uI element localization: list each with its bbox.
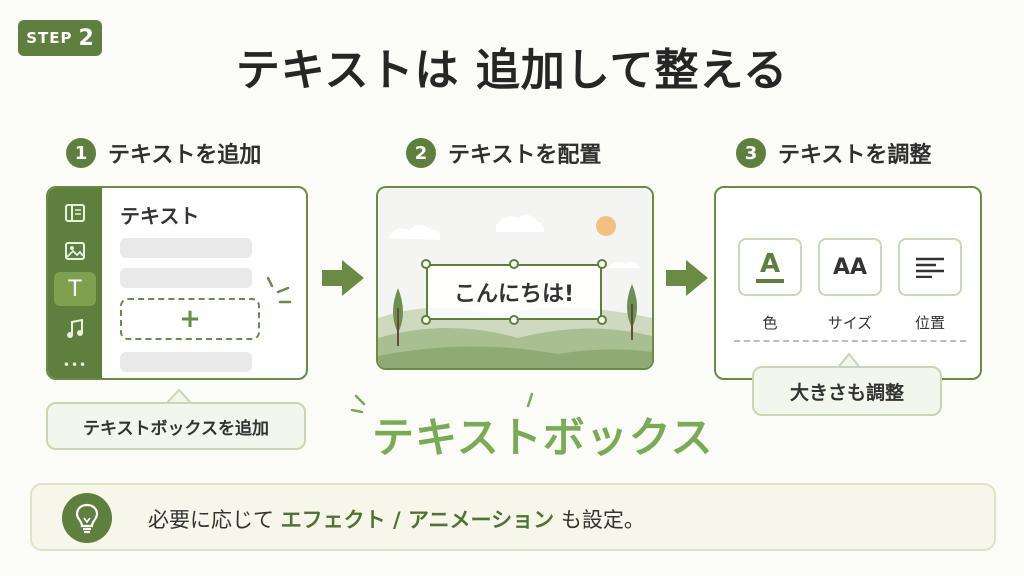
resize-handle[interactable] <box>421 315 431 325</box>
music-icon[interactable] <box>54 312 96 346</box>
step-header-3: 3 テキストを調整 <box>736 136 931 170</box>
step-number-2: 2 <box>406 138 436 168</box>
resize-handle[interactable] <box>509 315 519 325</box>
placeholder-bar <box>120 238 252 258</box>
step-label-3: テキストを調整 <box>778 143 932 168</box>
step-badge: STEP 2 <box>18 20 102 56</box>
resize-handle[interactable] <box>421 259 431 269</box>
text-box-caption: テキストボックス <box>372 413 714 462</box>
step-header-1: 1 テキストを追加 <box>66 136 261 170</box>
editor-sidebar: T ••• <box>48 188 102 378</box>
tip-banner: 必要に応じて エフェクト / アニメーション も設定。 <box>30 483 996 551</box>
sparkle-lines-icon <box>350 394 366 414</box>
tip-text-before: 必要に応じて <box>148 508 281 532</box>
font-size-icon: AA <box>832 254 868 280</box>
resize-handle[interactable] <box>597 259 607 269</box>
step-label-1: テキストを追加 <box>108 143 262 168</box>
layout-icon[interactable] <box>54 196 96 230</box>
page-title: テキストは 追加して整える <box>235 45 789 96</box>
callout-pointer <box>165 388 193 404</box>
font-size-button[interactable]: AA <box>818 238 882 296</box>
step-number-3: 3 <box>736 138 766 168</box>
image-icon[interactable] <box>54 234 96 268</box>
landscape-illustration <box>378 188 652 368</box>
align-label: 位置 <box>914 314 945 332</box>
color-underline <box>756 279 784 283</box>
tip-text: 必要に応じて エフェクト / アニメーション も設定。 <box>148 504 645 534</box>
align-button[interactable] <box>898 238 962 296</box>
add-text-box-callout: テキストボックスを追加 <box>46 402 306 450</box>
step-label-2: テキストを配置 <box>448 143 602 168</box>
font-size-label: サイズ <box>827 314 873 332</box>
resize-handle[interactable] <box>597 315 607 325</box>
tip-highlight: エフェクト / アニメーション <box>280 508 555 532</box>
add-text-box-button[interactable]: + <box>120 298 260 340</box>
tip-text-after: も設定。 <box>554 508 645 532</box>
text-panel-header: テキスト <box>120 204 200 228</box>
dashed-divider <box>734 340 966 342</box>
text-color-icon: A <box>756 251 784 283</box>
placeholder-bar <box>120 352 252 372</box>
adjust-text-panel: A AA 色 サイズ 位置 <box>714 186 982 380</box>
arrow-right-icon <box>322 260 364 296</box>
text-color-glyph: A <box>759 249 781 279</box>
adjust-size-callout: 大きさも調整 <box>752 366 942 416</box>
text-color-label: 色 <box>762 314 778 332</box>
sparkle-lines-icon <box>526 392 534 408</box>
step-badge-number: 2 <box>78 25 94 51</box>
sample-text-box[interactable]: こんにちは! <box>426 264 602 320</box>
more-icon[interactable]: ••• <box>62 358 88 372</box>
lightbulb-icon <box>62 493 112 543</box>
placeholder-bar <box>120 268 252 288</box>
text-icon[interactable]: T <box>54 272 96 306</box>
sparkle-lines-icon <box>266 276 292 304</box>
step-header-2: 2 テキストを配置 <box>406 136 601 170</box>
arrow-right-icon <box>666 260 708 296</box>
step-number-1: 1 <box>66 138 96 168</box>
place-text-panel: こんにちは! <box>376 186 654 370</box>
resize-handle[interactable] <box>509 259 519 269</box>
add-text-panel: T ••• テキスト + <box>46 186 308 380</box>
align-icon <box>916 257 944 278</box>
text-color-button[interactable]: A <box>738 238 802 296</box>
step-badge-prefix: STEP <box>26 29 73 47</box>
